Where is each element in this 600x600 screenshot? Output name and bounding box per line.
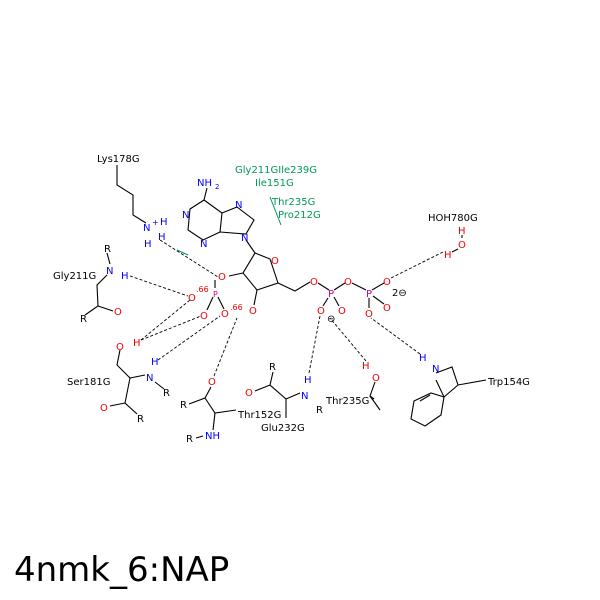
- svg-text:R: R: [104, 244, 111, 255]
- svg-text:P: P: [213, 290, 218, 299]
- residue-label-trp154g: Trp154G: [487, 377, 530, 388]
- svg-text:O: O: [218, 272, 226, 283]
- svg-text:N: N: [200, 239, 207, 250]
- svg-text:H: H: [133, 338, 141, 349]
- svg-text:O: O: [383, 277, 391, 288]
- svg-text:P: P: [328, 289, 334, 300]
- svg-text:⊖: ⊖: [327, 314, 335, 325]
- svg-text:O: O: [221, 309, 229, 320]
- svg-text:R: R: [316, 405, 323, 416]
- bonds: [84, 165, 487, 439]
- svg-text:N: N: [301, 391, 308, 402]
- svg-text:R: R: [186, 434, 193, 445]
- hydrophobic-contacts: [176, 196, 282, 256]
- hydrophobic-label: Gly211GIle239G: [235, 165, 317, 176]
- page-title: 4nmk_6:NAP: [14, 550, 230, 590]
- svg-text:O: O: [458, 240, 466, 251]
- svg-text:N: N: [241, 233, 248, 244]
- svg-text:O: O: [245, 388, 253, 399]
- svg-text:R: R: [269, 362, 276, 373]
- svg-text:N: N: [106, 266, 113, 277]
- svg-text:+: +: [152, 218, 159, 227]
- svg-text:O: O: [114, 307, 122, 318]
- svg-text:H: H: [144, 239, 152, 250]
- svg-text:O: O: [116, 342, 124, 353]
- svg-text:H: H: [362, 361, 370, 372]
- svg-text:NH: NH: [197, 178, 212, 189]
- residue-label-thr152g: Thr152G: [237, 410, 281, 421]
- svg-text:O: O: [208, 377, 216, 388]
- svg-text:H: H: [151, 357, 159, 368]
- svg-text:N: N: [235, 200, 242, 211]
- hydrophobic-label: Thr235G: [271, 197, 315, 208]
- svg-text:O: O: [100, 403, 108, 414]
- svg-text:O: O: [365, 309, 373, 320]
- svg-text:R: R: [163, 388, 170, 399]
- svg-text:2⊖: 2⊖: [392, 288, 407, 299]
- svg-text:O: O: [344, 277, 352, 288]
- residue-label-hoh780g: HOH780G: [428, 213, 478, 224]
- svg-text:N: N: [143, 223, 150, 234]
- hydrophobic-label: Pro212G: [278, 210, 321, 221]
- svg-text:H: H: [444, 250, 452, 261]
- residue-label-gly211g: Gly211G: [53, 271, 96, 282]
- svg-text:O: O: [200, 311, 208, 322]
- svg-text:.66: .66: [196, 285, 209, 294]
- svg-text:N: N: [182, 210, 189, 221]
- svg-text:H: H: [304, 375, 312, 386]
- svg-text:O: O: [310, 277, 318, 288]
- hydrophobic-label: Ile151G: [255, 178, 294, 189]
- svg-text:H: H: [458, 226, 466, 237]
- svg-text:R: R: [180, 400, 187, 411]
- svg-text:.66: .66: [230, 303, 243, 312]
- svg-text:NH: NH: [205, 431, 220, 442]
- svg-text:H: H: [419, 353, 427, 364]
- svg-text:P: P: [366, 289, 372, 300]
- residue-label-glu232g: Glu232G: [261, 423, 305, 434]
- svg-text:2: 2: [215, 183, 219, 191]
- svg-text:O: O: [188, 293, 196, 304]
- residue-label-lys178g: Lys178G: [97, 154, 140, 165]
- svg-text:O: O: [372, 373, 380, 384]
- svg-text:N: N: [432, 364, 439, 375]
- svg-text:O: O: [271, 256, 279, 267]
- svg-text:H: H: [160, 217, 168, 228]
- svg-text:O: O: [338, 306, 346, 317]
- svg-text:O: O: [383, 303, 391, 314]
- hydrogen-bonds: [129, 239, 444, 377]
- residue-label-ser181g: Ser181G: [67, 377, 110, 388]
- svg-text:R: R: [80, 314, 87, 325]
- svg-text:N: N: [146, 373, 153, 384]
- svg-text:O: O: [249, 306, 257, 317]
- residue-label-thr235g: Thr235G: [325, 396, 369, 407]
- svg-text:O: O: [317, 306, 325, 317]
- svg-text:R: R: [137, 414, 144, 425]
- svg-text:H: H: [158, 232, 166, 243]
- svg-text:H: H: [121, 271, 129, 282]
